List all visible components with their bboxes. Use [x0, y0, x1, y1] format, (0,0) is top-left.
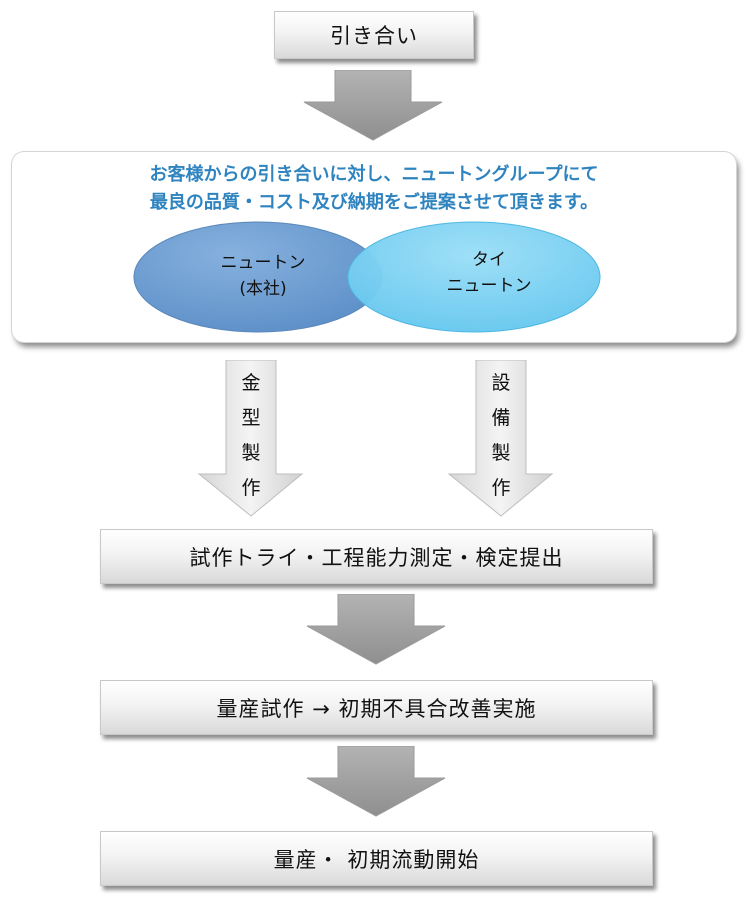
group-proposal-panel: お客様からの引き合いに対し、ニュートングループにて 最良の品質・コスト及び納期を…	[12, 152, 736, 342]
mold-making-label: 金 型 製 作	[241, 372, 261, 499]
step-inquiry-label: 引き合い	[330, 24, 418, 48]
step-mass-trial-label: 量産試作 → 初期不具合改善実施	[216, 696, 537, 721]
equipment-making-label: 設 備 製 作	[491, 372, 511, 499]
step-trial-label: 試作トライ・工程能力測定・検定提出	[189, 545, 564, 570]
down-arrow-3	[306, 746, 446, 817]
down-arrow-1	[303, 70, 443, 141]
step-trial: 試作トライ・工程能力測定・検定提出	[100, 529, 653, 584]
step-mass-production: 量産・ 初期流動開始	[100, 831, 653, 886]
panel-text-line1: お客様からの引き合いに対し、ニュートングループにて	[149, 164, 599, 185]
step-inquiry: 引き合い	[274, 11, 474, 59]
down-arrow-2	[306, 594, 446, 665]
step-mass-trial: 量産試作 → 初期不具合改善実施	[100, 680, 653, 735]
panel-text-line2: 最良の品質・コスト及び納期をご提案させて頂きます。	[149, 192, 599, 213]
thai-newton-label: タイ ニュートン	[446, 250, 532, 296]
venn-diagram	[133, 221, 601, 333]
mold-making-arrow	[197, 360, 304, 517]
thai-newton-circle	[347, 221, 601, 333]
equipment-making-arrow	[447, 360, 554, 517]
step-mass-production-label: 量産・ 初期流動開始	[273, 847, 480, 872]
newton-hq-label: ニュートン (本社)	[220, 253, 306, 299]
